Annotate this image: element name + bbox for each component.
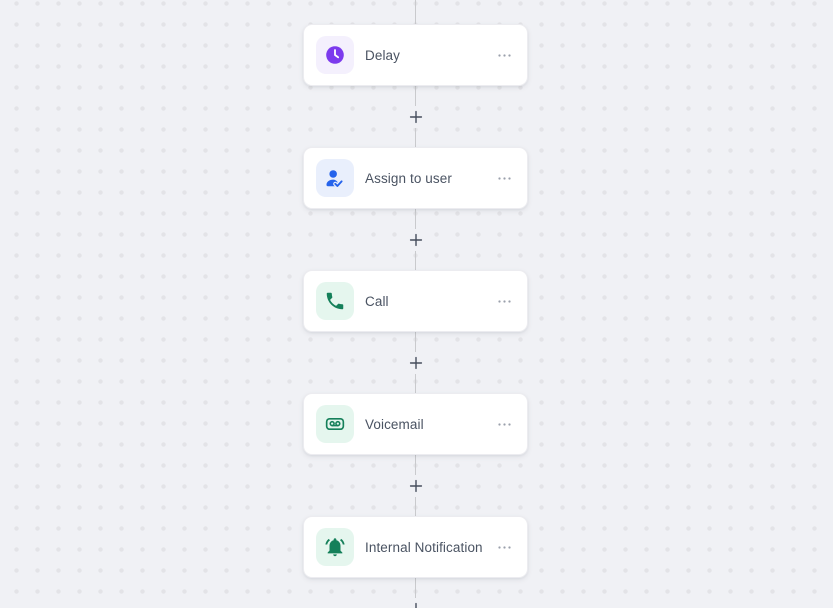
workflow-node[interactable]: Voicemail [303, 393, 528, 455]
node-menu-button[interactable] [494, 295, 515, 308]
node-menu-button[interactable] [494, 49, 515, 62]
node-menu-button[interactable] [494, 172, 515, 185]
workflow-node[interactable]: Assign to user [303, 147, 528, 209]
add-step-button[interactable] [404, 474, 427, 497]
add-step-button[interactable] [404, 597, 427, 608]
ellipsis-icon [496, 53, 513, 58]
ellipsis-icon [496, 422, 513, 427]
node-label: Voicemail [365, 416, 424, 432]
plus-icon [409, 479, 423, 493]
voicemail-icon [316, 405, 354, 443]
ellipsis-icon [496, 176, 513, 181]
ellipsis-icon [496, 545, 513, 550]
bell-icon [316, 528, 354, 566]
phone-icon [316, 282, 354, 320]
node-label: Call [365, 293, 389, 309]
node-label: Internal Notification [365, 539, 483, 555]
workflow-node[interactable]: Delay [303, 24, 528, 86]
plus-icon [409, 110, 423, 124]
ellipsis-icon [496, 299, 513, 304]
plus-icon [409, 602, 423, 608]
node-label: Delay [365, 47, 401, 63]
user-check-icon [316, 159, 354, 197]
clock-icon [316, 36, 354, 74]
add-step-button[interactable] [404, 228, 427, 251]
plus-icon [409, 356, 423, 370]
add-step-button[interactable] [404, 351, 427, 374]
add-step-button[interactable] [404, 105, 427, 128]
workflow-node[interactable]: Internal Notification [303, 516, 528, 578]
node-menu-button[interactable] [494, 418, 515, 431]
node-menu-button[interactable] [494, 541, 515, 554]
node-label: Assign to user [365, 170, 452, 186]
plus-icon [409, 233, 423, 247]
workflow-node[interactable]: Call [303, 270, 528, 332]
